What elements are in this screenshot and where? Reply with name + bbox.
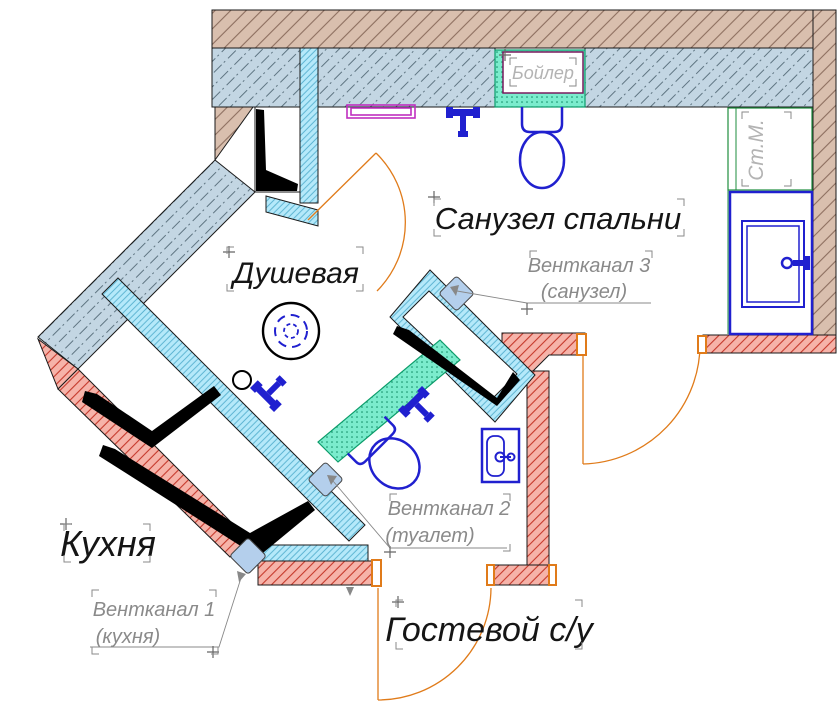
partition-pillar-foot (265, 195, 319, 227)
leader-arrow (237, 571, 246, 582)
leader-arrows (237, 285, 459, 596)
vent3-subtitle: (санузел) (541, 281, 627, 303)
door-jamb (486, 564, 495, 586)
wall-corner-tan (214, 106, 254, 162)
stm-outline (727, 107, 813, 191)
wall-pink-stub-left (257, 560, 379, 586)
toilet-bowl (368, 437, 421, 490)
vent-annotations: Вентканал 3 (санузел) Вентканал 2 (туале… (93, 255, 651, 648)
door-arc-bedroom-bath (582, 341, 701, 465)
vent-wedge-top-left (256, 109, 298, 191)
vent1-title: Вентканал 1 (93, 599, 216, 621)
faucet-icon (446, 107, 480, 137)
interior-walls (37, 47, 814, 370)
vent-wedge-kitchen-1 (82, 386, 221, 448)
toilet-icon (346, 415, 421, 490)
partition-teal-toilet (317, 339, 461, 463)
shower-cabin-door (728, 190, 814, 336)
shower-drain-icon (261, 301, 321, 361)
room-labels: Душевая Санузел спальни Кухня Гостевой с… (60, 201, 681, 649)
vent-wedge-kitchen-2 (99, 445, 315, 557)
doors (307, 152, 701, 701)
vent-shafts (82, 106, 520, 557)
door-handle-icon (780, 256, 794, 270)
vent1-subtitle: (кухня) (96, 626, 160, 648)
door-jambs (371, 333, 707, 587)
room-label-guest-wc: Гостевой с/у (385, 611, 594, 649)
door-jamb (371, 559, 382, 587)
washing-machine-label: Ст.М. (745, 119, 768, 181)
door-handle-bar (793, 260, 808, 266)
sink-outline (480, 427, 521, 484)
toilet-tank (346, 415, 397, 466)
door-jamb (548, 564, 557, 586)
door-handle-end (805, 256, 810, 270)
door-jamb (697, 335, 707, 354)
door-leaf-shower (307, 152, 377, 221)
jamb-arrow (346, 587, 354, 596)
wall-pink-bottom-right (702, 334, 837, 354)
partition-pillar (299, 47, 319, 204)
towel-rail-icon (346, 104, 416, 119)
vent2-title: Вентканал 2 (388, 498, 511, 520)
cyan-partitions (101, 47, 536, 562)
partition-stub-strip (255, 544, 369, 562)
toilet-icon (518, 107, 566, 190)
wall-top-3 (584, 47, 814, 108)
door-arc-guest-wc (377, 587, 492, 701)
boiler-niche: Бойлер (498, 48, 584, 94)
faucet-icon (249, 366, 296, 413)
vent-ducts (230, 276, 474, 574)
room-label-shower: Душевая (230, 257, 359, 290)
door-jamb (576, 333, 587, 356)
exterior-walls (211, 9, 837, 354)
vent-wedge-bathroom (393, 326, 520, 406)
wall-top-2 (317, 47, 496, 108)
vent2-subtitle: (туалет) (385, 525, 474, 547)
room-label-kitchen: Кухня (60, 523, 156, 564)
washing-machine-zone: Ст.М. (727, 107, 813, 334)
partition-shower-wall (101, 277, 366, 542)
wall-pink-stub-right (493, 564, 550, 586)
door-arc-shower (375, 152, 406, 292)
boiler-label: Бойлер (512, 63, 574, 83)
toilet-bowl (518, 130, 566, 190)
wall-right-exterior (812, 9, 837, 354)
vent-duct-icon-2 (308, 462, 343, 497)
toilet-tank (520, 107, 564, 134)
wall-top-exterior (211, 9, 837, 49)
wall-top-1 (211, 47, 301, 108)
room-label-bedroom-bathroom: Санузел спальни (435, 201, 681, 236)
leader-arrow (327, 475, 337, 485)
leader-vent1 (90, 577, 242, 648)
floor-drain-icon (232, 370, 252, 390)
vent3-title: Вентканал 3 (528, 255, 651, 277)
leader-arrow (450, 285, 459, 296)
vent-duct-icon-1 (230, 538, 266, 574)
wall-pink-vertical (526, 370, 550, 568)
sink-icon (480, 427, 521, 484)
